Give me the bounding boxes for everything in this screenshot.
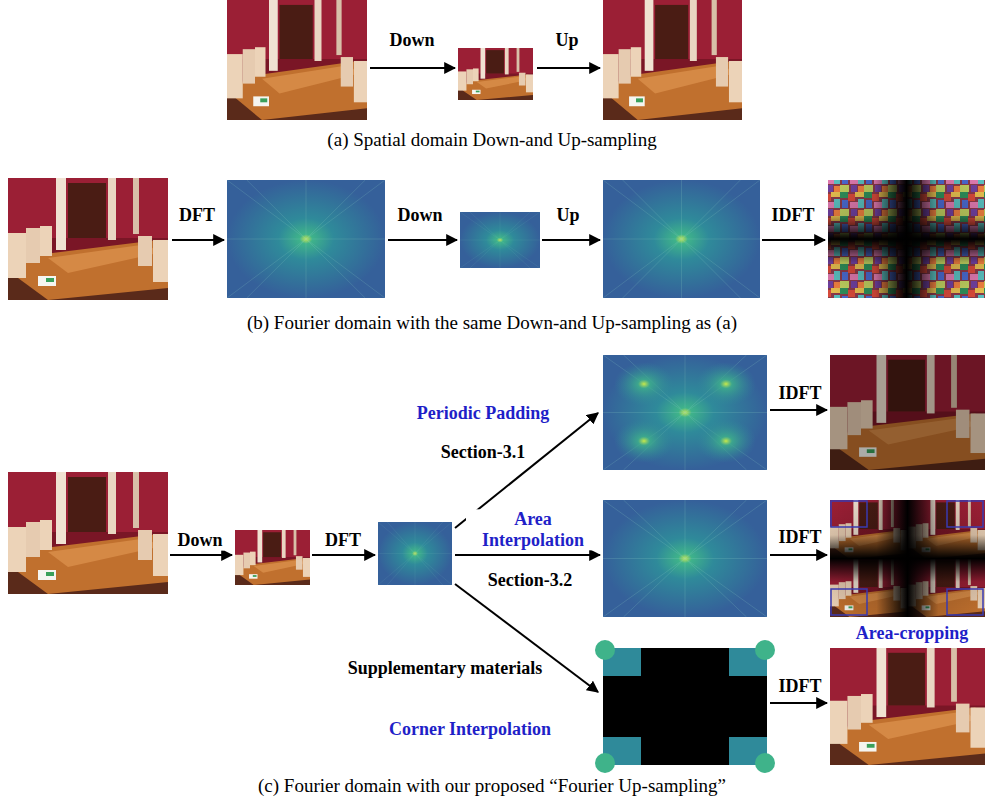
figure-caption: (c) Fourier domain with our proposed “Fo… <box>256 775 728 797</box>
operation-label: IDFT <box>769 205 816 226</box>
operation-label: Down <box>395 205 444 226</box>
method-label: Periodic Padding <box>415 403 552 424</box>
method-label: Area-cropping <box>854 623 970 644</box>
operation-label: Up <box>554 205 581 226</box>
figure-caption: (b) Fourier domain with the same Down-an… <box>245 312 739 334</box>
method-label: Corner Interpolation <box>387 719 553 740</box>
operation-label: Up <box>553 30 580 51</box>
method-label: Area Interpolation <box>466 509 600 550</box>
operation-label: DFT <box>177 205 217 226</box>
section-reference: Section-3.2 <box>486 570 575 591</box>
operation-label: IDFT <box>776 676 823 697</box>
section-reference: Supplementary materials <box>346 658 544 679</box>
operation-label: IDFT <box>776 383 823 404</box>
operation-label: Down <box>175 530 224 551</box>
section-reference: Section-3.1 <box>439 442 528 463</box>
operation-label: Down <box>387 30 436 51</box>
figure-caption: (a) Spatial domain Down-and Up-sampling <box>325 129 658 151</box>
operation-label: IDFT <box>776 527 823 548</box>
operation-label: DFT <box>323 530 363 551</box>
